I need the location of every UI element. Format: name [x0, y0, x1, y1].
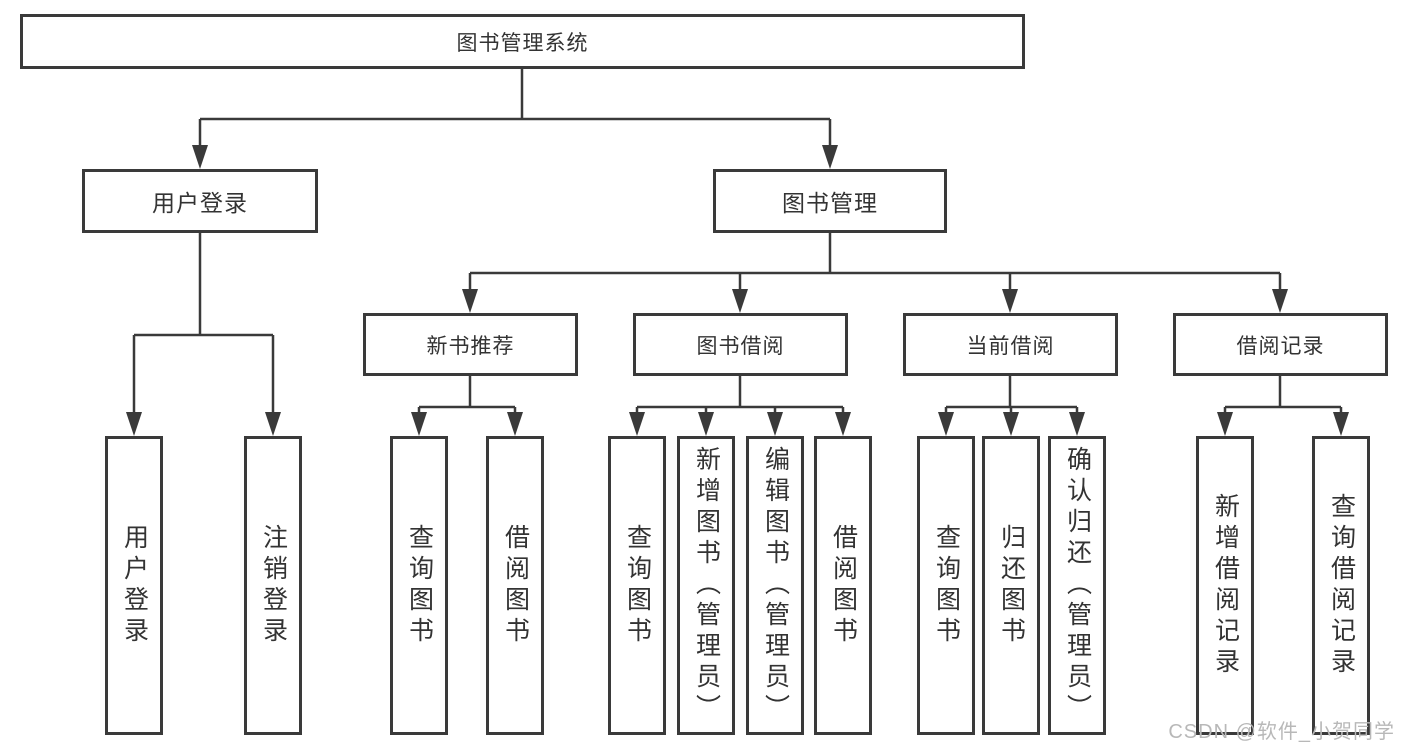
leaf-edit-books-admin-label: 编辑图书（管理员） [761, 446, 790, 725]
arrow-down-icon [698, 412, 714, 436]
csdn-watermark: CSDN @软件_小贺同学 [1168, 721, 1395, 743]
connector-borrow-to-leaves [629, 376, 851, 436]
leaf-borrow-books-2: 借阅图书 [814, 436, 872, 735]
node-borrowing-records: 借阅记录 [1173, 313, 1388, 376]
node-library-system: 图书管理系统 [20, 14, 1025, 69]
leaf-query-borrow-record-label: 查询借阅记录 [1327, 492, 1356, 679]
arrow-down-icon [1003, 412, 1019, 436]
connector-login-to-leaves [126, 233, 281, 436]
leaf-edit-books-admin: 编辑图书（管理员） [746, 436, 804, 735]
leaf-borrow-books-1: 借阅图书 [486, 436, 544, 735]
leaf-add-books-admin: 新增图书（管理员） [677, 436, 735, 735]
arrow-down-icon [1069, 412, 1085, 436]
node-new-book-recommendation-label: 新书推荐 [426, 334, 515, 358]
arrow-down-icon [411, 412, 427, 436]
leaf-borrow-books-2-label: 借阅图书 [829, 523, 858, 648]
leaf-user-login-label: 用户登录 [120, 523, 149, 648]
node-current-borrowing: 当前借阅 [903, 313, 1118, 376]
leaf-add-borrow-record: 新增借阅记录 [1196, 436, 1254, 735]
node-book-borrowing-label: 图书借阅 [696, 334, 785, 358]
leaf-borrow-books-1-label: 借阅图书 [501, 523, 530, 648]
arrow-down-icon [462, 289, 478, 313]
arrow-down-icon [822, 145, 838, 169]
node-book-management-label: 图书管理 [782, 190, 878, 216]
leaf-return-books: 归还图书 [982, 436, 1040, 735]
leaf-confirm-return-admin: 确认归还（管理员） [1048, 436, 1106, 735]
connector-root-to-level2 [192, 69, 838, 169]
node-book-management: 图书管理 [713, 169, 947, 233]
leaf-add-books-admin-label: 新增图书（管理员） [692, 446, 721, 725]
leaf-confirm-return-admin-label: 确认归还（管理员） [1063, 446, 1092, 725]
node-current-borrowing-label: 当前借阅 [966, 334, 1055, 358]
leaf-add-borrow-record-label: 新增借阅记录 [1211, 492, 1240, 679]
leaf-logout-label: 注销登录 [259, 523, 288, 648]
node-borrowing-records-label: 借阅记录 [1236, 334, 1325, 358]
leaf-query-borrow-record: 查询借阅记录 [1312, 436, 1370, 735]
connector-records-to-leaves [1217, 376, 1349, 436]
leaf-logout: 注销登录 [244, 436, 302, 735]
node-user-login-label: 用户登录 [152, 190, 248, 216]
node-new-book-recommendation: 新书推荐 [363, 313, 578, 376]
leaf-query-books-1-label: 查询图书 [405, 523, 434, 648]
arrow-down-icon [732, 289, 748, 313]
arrow-down-icon [192, 145, 208, 169]
leaf-query-books-2: 查询图书 [608, 436, 666, 735]
arrow-down-icon [1272, 289, 1288, 313]
leaf-user-login: 用户登录 [105, 436, 163, 735]
connector-current-to-leaves [938, 376, 1085, 436]
arrow-down-icon [629, 412, 645, 436]
arrow-down-icon [507, 412, 523, 436]
leaf-query-books-3: 查询图书 [917, 436, 975, 735]
arrow-down-icon [265, 412, 281, 436]
arrow-down-icon [126, 412, 142, 436]
connector-newbook-to-leaves [411, 376, 523, 436]
arrow-down-icon [1002, 289, 1018, 313]
arrow-down-icon [835, 412, 851, 436]
node-book-borrowing: 图书借阅 [633, 313, 848, 376]
connector-mgmt-to-level3 [462, 233, 1288, 313]
arrow-down-icon [938, 412, 954, 436]
leaf-query-books-3-label: 查询图书 [932, 523, 961, 648]
arrow-down-icon [1217, 412, 1233, 436]
arrow-down-icon [1333, 412, 1349, 436]
arrow-down-icon [767, 412, 783, 436]
node-library-system-label: 图书管理系统 [456, 31, 589, 55]
leaf-query-books-1: 查询图书 [390, 436, 448, 735]
leaf-query-books-2-label: 查询图书 [623, 523, 652, 648]
leaf-return-books-label: 归还图书 [997, 523, 1026, 648]
node-user-login: 用户登录 [82, 169, 318, 233]
